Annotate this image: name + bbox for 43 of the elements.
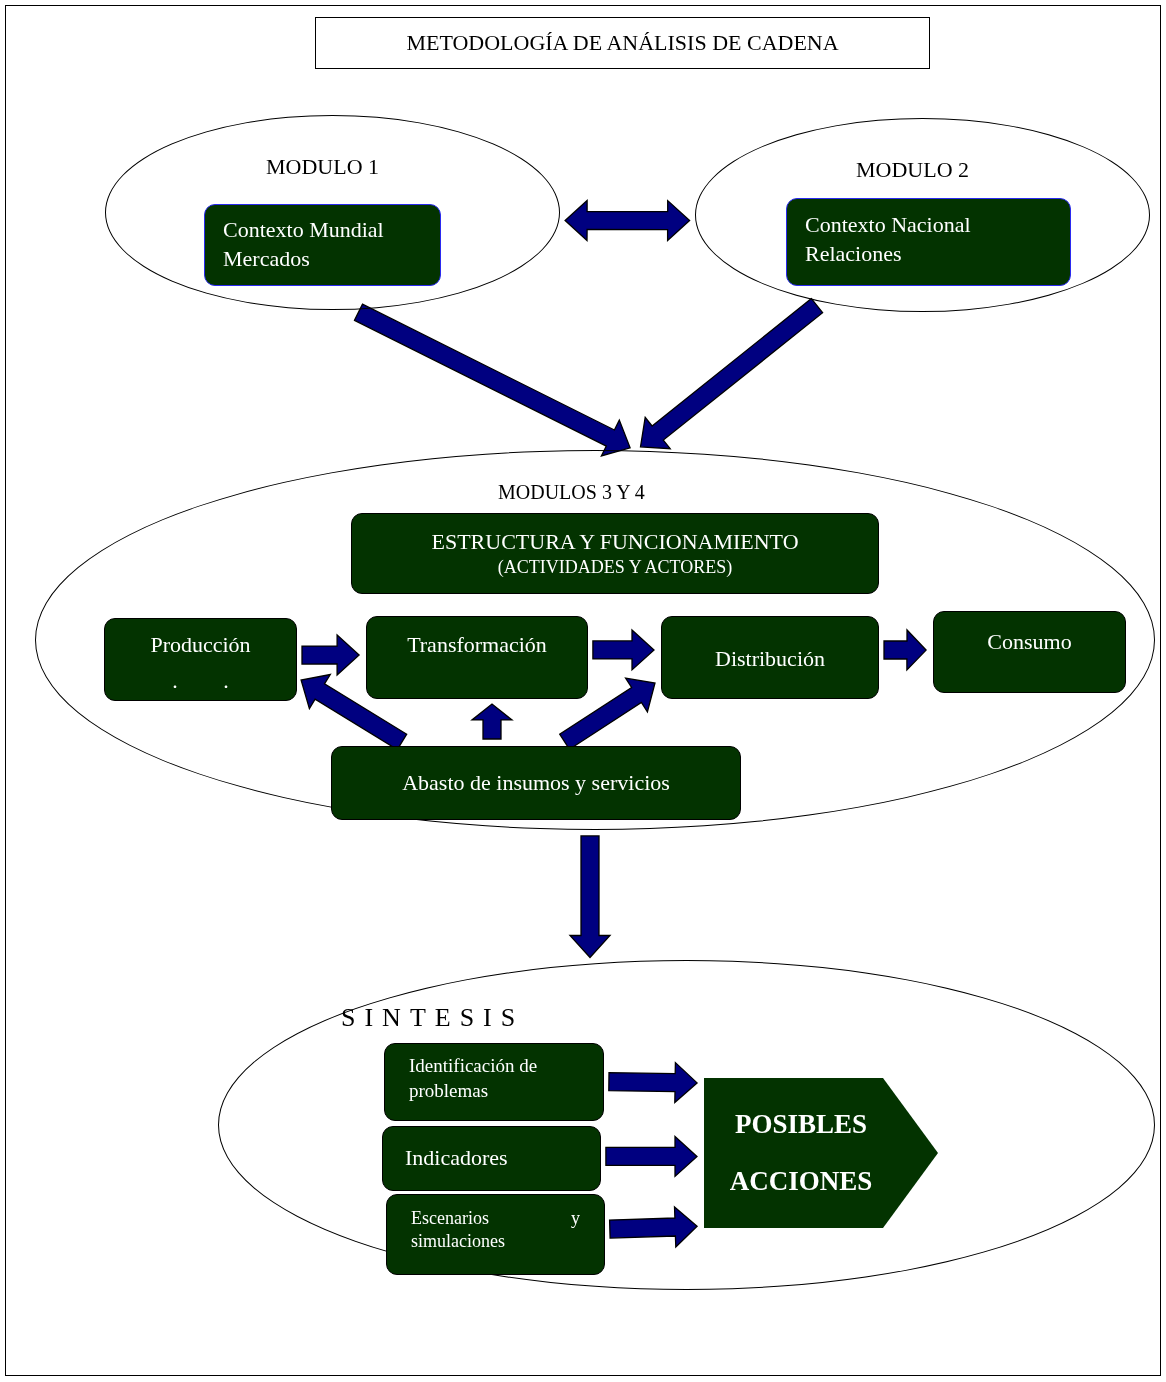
module-heading: SINTESIS <box>341 1003 525 1033</box>
box-text: ESTRUCTURA Y FUNCIONAMIENTO <box>431 527 799 556</box>
process-box <box>366 616 588 699</box>
process-box <box>382 1126 601 1191</box>
box-text: Indicadores <box>405 1144 509 1173</box>
box-text: Contexto Mundial Mercados <box>223 216 385 273</box>
box-text: Escenarios y simulaciones <box>411 1207 580 1254</box>
box-text: Producción <box>150 631 251 659</box>
box-text: (ACTIVIDADES Y ACTORES) <box>497 556 733 580</box>
process-box <box>204 204 441 286</box>
module-heading: MODULO 1 <box>266 154 380 180</box>
box-text: Abasto de insumos y servicios <box>402 768 670 797</box>
block-arrow <box>564 199 691 243</box>
process-box <box>384 1043 604 1121</box>
module-heading: MODULO 2 <box>856 157 970 183</box>
block-arrow <box>301 633 361 677</box>
block-arrow <box>470 703 514 740</box>
process-box <box>351 513 879 594</box>
box-text: Contexto Nacional Relaciones <box>805 211 972 268</box>
box-text: Transformación <box>407 631 547 659</box>
box-text: Distribución <box>715 645 825 673</box>
box-text: . . <box>172 667 229 696</box>
process-box <box>786 198 1071 286</box>
process-box <box>331 746 741 820</box>
block-arrow <box>568 835 612 959</box>
block-arrow <box>639 297 824 450</box>
box-text: Identificación de problemas <box>409 1054 539 1103</box>
action-text: POSIBLES ACCIONES <box>728 1108 874 1198</box>
block-arrow <box>608 1061 699 1105</box>
block-arrow <box>605 1134 698 1178</box>
process-box <box>933 611 1126 693</box>
module-ellipse <box>105 115 560 310</box>
block-arrow <box>353 303 631 457</box>
module-heading: MODULOS 3 Y 4 <box>498 481 645 504</box>
block-arrow <box>592 628 655 672</box>
process-box <box>104 618 297 701</box>
box-text: Consumo <box>987 628 1072 656</box>
block-arrow <box>883 628 927 672</box>
block-arrow <box>608 1205 699 1249</box>
pentagon-arrow-box <box>704 1078 938 1228</box>
title: METODOLOGÍA DE ANÁLISIS DE CADENA <box>315 17 930 69</box>
process-box <box>661 616 879 699</box>
process-box <box>386 1194 605 1275</box>
